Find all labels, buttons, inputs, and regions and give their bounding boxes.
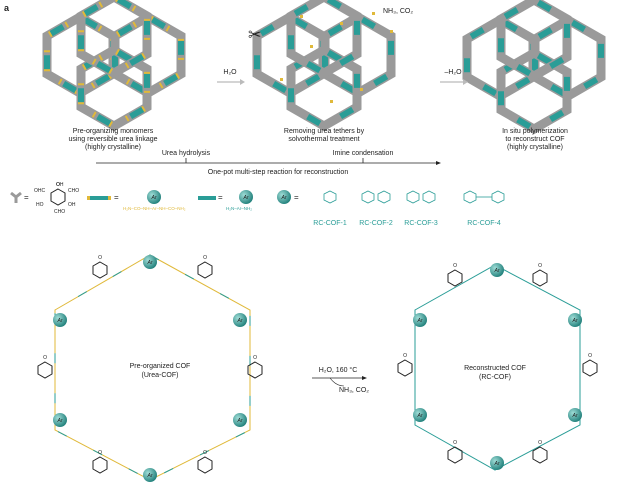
panel-label: a bbox=[4, 3, 10, 13]
variant-rc-cof-4: RC-COF-4 bbox=[467, 220, 501, 227]
svg-text:H₂O: H₂O bbox=[223, 69, 237, 76]
svg-text:–H₂O: –H₂O bbox=[444, 69, 462, 76]
svg-text:Pre-organizing monomers: Pre-organizing monomers bbox=[73, 128, 154, 135]
urea-fragments bbox=[280, 12, 393, 103]
variant-rc-cof-3: RC-COF-3 bbox=[404, 220, 438, 227]
svg-text:(highly crystalline): (highly crystalline) bbox=[507, 144, 563, 151]
node-structure: OHC OH CHO HO OH CHO bbox=[34, 181, 79, 215]
svg-text:HO: HO bbox=[36, 202, 44, 208]
caption-step1: Pre-organizing monomers using reversible… bbox=[68, 128, 157, 151]
svg-text:NH₃, CO₂: NH₃, CO₂ bbox=[339, 387, 369, 394]
urea-cof-structure: Pre-organized COF (Urea-COF) bbox=[37, 254, 263, 482]
svg-text:using reversible urea linkage: using reversible urea linkage bbox=[68, 136, 157, 143]
svg-text:to reconstruct COF: to reconstruct COF bbox=[505, 136, 564, 143]
framework-rc-cof bbox=[467, 0, 601, 129]
svg-text:CHO: CHO bbox=[68, 188, 79, 194]
variant-rc-cof-1: RC-COF-1 bbox=[313, 220, 347, 227]
svg-text:OH: OH bbox=[68, 202, 76, 208]
urea-cof-subtitle: (Urea-COF) bbox=[142, 372, 179, 379]
svg-text:=: = bbox=[24, 193, 29, 202]
scissors-icon: ✂ bbox=[248, 27, 261, 44]
amine-monomer: H₂N–Ar–NH₂ bbox=[226, 206, 252, 211]
reaction-arrow: H₂O, 160 °C NH₃, CO₂ bbox=[312, 366, 369, 394]
tick-urea-hydrolysis: Urea hydrolysis bbox=[162, 150, 211, 157]
rc-cof-subtitle: (RC-COF) bbox=[479, 374, 511, 381]
caption-step3: In situ polymerization to reconstruct CO… bbox=[502, 128, 568, 151]
svg-text:In situ polymerization: In situ polymerization bbox=[502, 128, 568, 135]
urea-monomer: H₂N–CO–NH–Ar–NH–CO–NH₂ bbox=[123, 206, 186, 211]
svg-text:=: = bbox=[114, 193, 119, 202]
urea-cof-title: Pre-organized COF bbox=[130, 363, 191, 370]
svg-text:OHC: OHC bbox=[34, 188, 46, 194]
amine-linker-icon bbox=[198, 196, 216, 200]
timeline: Urea hydrolysis Imine condensation One-p… bbox=[96, 150, 441, 176]
svg-text:Removing urea tethers by: Removing urea tethers by bbox=[284, 128, 365, 135]
svg-text:(highly crystalline): (highly crystalline) bbox=[85, 144, 141, 151]
svg-text:solvothermal treatment: solvothermal treatment bbox=[288, 136, 359, 143]
variant-rc-cof-2: RC-COF-2 bbox=[359, 220, 393, 227]
svg-text:OH: OH bbox=[56, 182, 64, 188]
framework-disassembled: ✂ NH₃, CO₂ bbox=[248, 0, 413, 126]
ar-variants bbox=[323, 190, 505, 204]
framework-urea-cof bbox=[47, 0, 181, 126]
svg-text:H₂O, 160 °C: H₂O, 160 °C bbox=[319, 366, 358, 374]
timeline-label: One-pot multi-step reaction for reconstr… bbox=[208, 169, 349, 176]
byproducts-label: NH₃, CO₂ bbox=[383, 8, 413, 15]
rc-cof-title: Reconstructed COF bbox=[464, 365, 526, 372]
arrow-hydrolysis: H₂O bbox=[217, 69, 245, 85]
legend: = OHC OH CHO HO OH CHO = H₂N–CO–NH–Ar–NH… bbox=[10, 181, 505, 227]
caption-step2: Removing urea tethers by solvothermal tr… bbox=[284, 128, 365, 143]
svg-text:=: = bbox=[218, 193, 223, 202]
tick-imine-condensation: Imine condensation bbox=[333, 150, 394, 157]
svg-text:=: = bbox=[294, 193, 299, 202]
arrow-condensation: –H₂O bbox=[440, 69, 468, 85]
node-icon bbox=[10, 191, 22, 203]
rc-cof-structure: Reconstructed COF (RC-COF) bbox=[397, 262, 598, 471]
svg-text:CHO: CHO bbox=[54, 209, 65, 215]
urea-linker-icon bbox=[87, 196, 111, 200]
